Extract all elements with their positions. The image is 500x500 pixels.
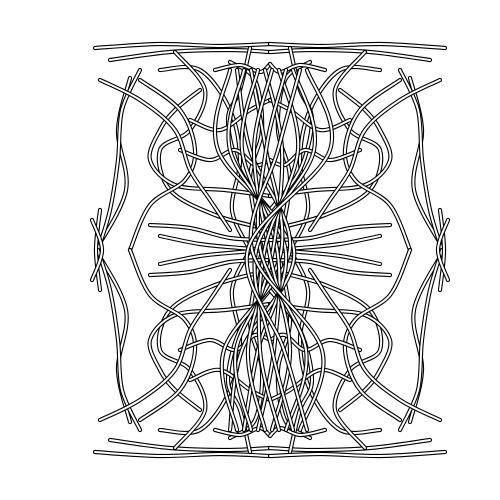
ribbon-strand-core [343,249,411,421]
ribbon-strand-core [289,66,381,251]
ribbon-strand-core [227,69,288,431]
ribbon-strand-core [269,439,431,452]
ribbon-strand-core [234,69,284,431]
ribbon-strand-core [269,89,392,197]
ribbon-strand-core [99,79,231,231]
ribbon-strand-core [269,42,446,49]
ribbon-strand-core [269,427,326,437]
ribbon-strand-core [109,439,271,452]
ribbon-strand-core [269,224,391,241]
ribbon-strand-core [399,249,443,431]
ribbon-strand-core [157,269,271,449]
ribbon-strand-core [269,451,446,458]
ribbon-strand-core [256,69,308,431]
ribbon-strand-core [94,451,271,458]
ribbon-strand-core [269,48,431,61]
ribbon-strand-core [99,269,231,421]
ribbon-strand-core [148,303,271,411]
ribbon-strand-core [157,51,271,231]
ribbon-strand-core [309,269,441,421]
ribbon-strand-core [269,149,361,167]
ribbon-strand-core [240,69,281,431]
ribbon-strand-core [269,63,326,73]
ribbon-strand-core [399,69,443,251]
ribbon-strand-core [149,259,271,276]
ribbon-strand-core [439,209,446,291]
ribbon-strand-core [94,42,271,49]
ribbon-strand-core [97,69,141,251]
ribbon-strand-core [257,69,300,431]
ribbon-strand-core [97,249,141,431]
ribbon-strand-core [252,69,292,431]
ribbon-strand-core [94,209,101,291]
ribbon-strand-core [269,269,383,449]
ribbon-strand-core [91,219,104,281]
ribbon-strand-core [249,69,325,431]
ribbon-strand-core [289,249,381,434]
ribbon-strand-core [159,66,251,251]
ribbon-strand-core [179,149,271,167]
ribbon-strand-core [269,303,392,411]
ribbon-strand-core [129,249,197,421]
ribbon-strand-core [309,79,441,231]
ribbon-strand-core [148,89,271,197]
ribbon-strand-core [129,79,197,251]
ribbon-strand-core [436,219,449,281]
ribbon-strand-core [245,69,333,431]
ribbon-strand-core [246,69,284,431]
ribbon-strand-core [343,79,411,251]
ribbon-strand-core [253,69,316,431]
ribbon-strand-core [269,51,383,231]
ribbon-strand-core [109,48,271,61]
